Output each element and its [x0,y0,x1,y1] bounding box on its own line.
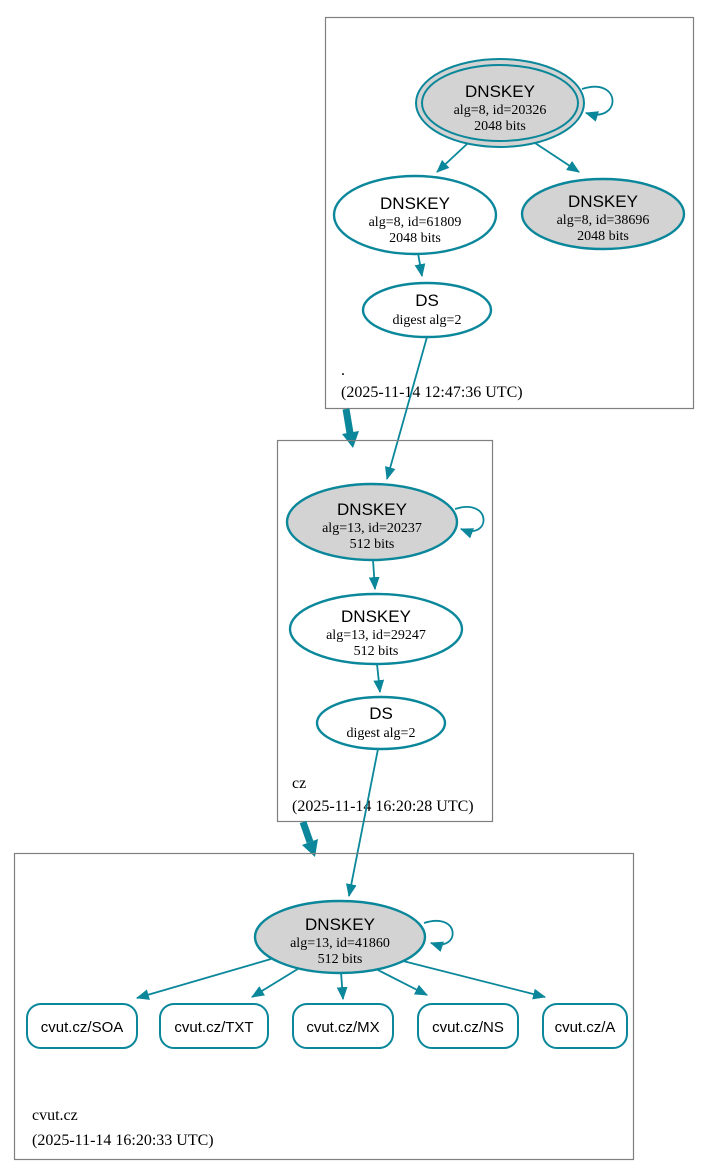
dnskey-20326-detail: alg=8, id=20326 [454,103,547,118]
node-rrset-cvut-cz-txt[interactable]: cvut.cz/TXT [159,1003,269,1049]
edge-root-ksk-to-zsk [436,143,468,173]
root-ds-detail: digest alg=2 [393,313,462,328]
zone-box-cvut-cz [13,852,635,1161]
node-dnskey-20326[interactable]: DNSKEY alg=8, id=20326 2048 bits [415,58,585,148]
root-ds-title: DS [415,291,439,310]
node-cz-ds[interactable]: DS digest alg=2 [315,695,447,751]
zone-timestamp-cvut-cz: (2025-11-14 16:20:33 UTC) [32,1132,214,1149]
zone-name-cvut-cz: cvut.cz [32,1107,78,1124]
edge-cz-ksk-self-sign [454,506,485,539]
node-root-ds[interactable]: DS digest alg=2 [361,281,493,339]
zone-cvut-cz: cvut.cz (2025-11-14 16:20:33 UTC) DNSKEY… [13,852,635,1161]
dnskey-20237-size: 512 bits [350,537,395,552]
dnskey-29247-detail: alg=13, id=29247 [326,628,426,643]
node-rrset-cvut-cz-ns[interactable]: cvut.cz/NS [417,1003,519,1049]
dnskey-61809-title: DNSKEY [380,194,450,213]
dnskey-41860-size: 512 bits [318,952,363,967]
edge-root-zsk-to-ds [414,252,426,278]
edge-cz-ksk-to-zsk [368,559,380,591]
node-dnskey-41860[interactable]: DNSKEY alg=13, id=41860 512 bits [253,899,427,975]
rrset-mx-box[interactable] [292,1003,394,1049]
dnskey-61809-ellipse[interactable] [332,174,498,256]
node-dnskey-20237[interactable]: DNSKEY alg=13, id=20237 512 bits [285,482,459,562]
rrset-a-box[interactable] [542,1003,628,1049]
edge-cz-ds-to-cvut-ksk [345,748,379,898]
dnskey-38696-ellipse[interactable] [520,177,686,251]
dnskey-20326-size: 2048 bits [474,119,526,134]
dnskey-41860-ellipse[interactable] [253,899,427,975]
rrset-soa-label: cvut.cz/SOA [41,1019,124,1036]
node-rrset-cvut-cz-a[interactable]: cvut.cz/A [542,1003,628,1049]
rrset-ns-label: cvut.cz/NS [432,1019,504,1036]
cz-ds-detail: digest alg=2 [347,726,416,741]
dnskey-38696-detail: alg=8, id=38696 [557,213,650,228]
dnskey-20326-inner-ellipse [421,64,579,142]
edge-cvut-ksk-self-sign [423,920,454,952]
edge-cvut-ksk-to-txt [251,966,302,998]
zone-box-cz [276,439,494,823]
dnskey-38696-title: DNSKEY [568,192,638,211]
edge-cvut-ksk-to-ns [373,967,428,996]
node-dnskey-38696[interactable]: DNSKEY alg=8, id=38696 2048 bits [520,177,686,251]
zone-root: . (2025-11-14 12:47:36 UTC) DNSKEY alg=8… [324,16,695,410]
cz-ds-ellipse[interactable] [315,695,447,751]
dnskey-29247-ellipse[interactable] [288,592,464,666]
cz-ds-title: DS [369,704,393,723]
zone-timestamp-root: (2025-11-14 12:47:36 UTC) [341,384,523,401]
dnskey-29247-title: DNSKEY [341,607,411,626]
edge-cvut-ksk-to-soa [135,958,272,1000]
dnskey-29247-size: 512 bits [354,644,399,659]
dnskey-20237-title: DNSKEY [337,500,407,519]
dnskey-61809-detail: alg=8, id=61809 [369,215,462,230]
node-dnskey-61809[interactable]: DNSKEY alg=8, id=61809 2048 bits [332,174,498,256]
dnskey-20237-detail: alg=13, id=20237 [322,521,422,536]
edge-root-ds-to-cz-ksk [385,336,428,481]
delegation-arrow-cz-to-cvut [299,820,318,857]
edge-cz-zsk-to-ds [373,663,385,694]
rrset-ns-box[interactable] [417,1003,519,1049]
zone-timestamp-cz: (2025-11-14 16:20:28 UTC) [292,798,474,815]
dnskey-61809-size: 2048 bits [389,231,441,246]
dnskey-20326-title: DNSKEY [465,82,535,101]
rrset-txt-label: cvut.cz/TXT [174,1019,253,1036]
dnskey-20237-ellipse[interactable] [285,482,459,562]
zone-name-cz: cz [292,775,306,792]
node-dnskey-29247[interactable]: DNSKEY alg=13, id=29247 512 bits [288,592,464,666]
dnskey-41860-detail: alg=13, id=41860 [290,936,390,951]
edge-cvut-ksk-to-mx [336,971,348,1001]
zone-box-root [324,16,695,410]
node-rrset-cvut-cz-soa[interactable]: cvut.cz/SOA [26,1003,138,1049]
rrset-soa-box[interactable] [26,1003,138,1049]
edge-cvut-ksk-to-a [398,959,547,1000]
dnskey-38696-size: 2048 bits [577,229,629,244]
rrset-mx-label: cvut.cz/MX [306,1019,379,1036]
zone-cz: cz (2025-11-14 16:20:28 UTC) DNSKEY alg=… [276,439,494,823]
dnskey-41860-title: DNSKEY [305,915,375,934]
edge-root-ksk-self-sign [581,86,614,122]
delegation-arrow-root-to-cz [342,408,359,448]
node-rrset-cvut-cz-mx[interactable]: cvut.cz/MX [292,1003,394,1049]
edge-root-ksk-to-ksk2 [534,142,580,173]
rrset-txt-box[interactable] [159,1003,269,1049]
dnskey-20326-outer-ellipse[interactable] [415,58,585,148]
rrset-a-label: cvut.cz/A [555,1019,616,1036]
zone-name-root: . [341,362,345,379]
